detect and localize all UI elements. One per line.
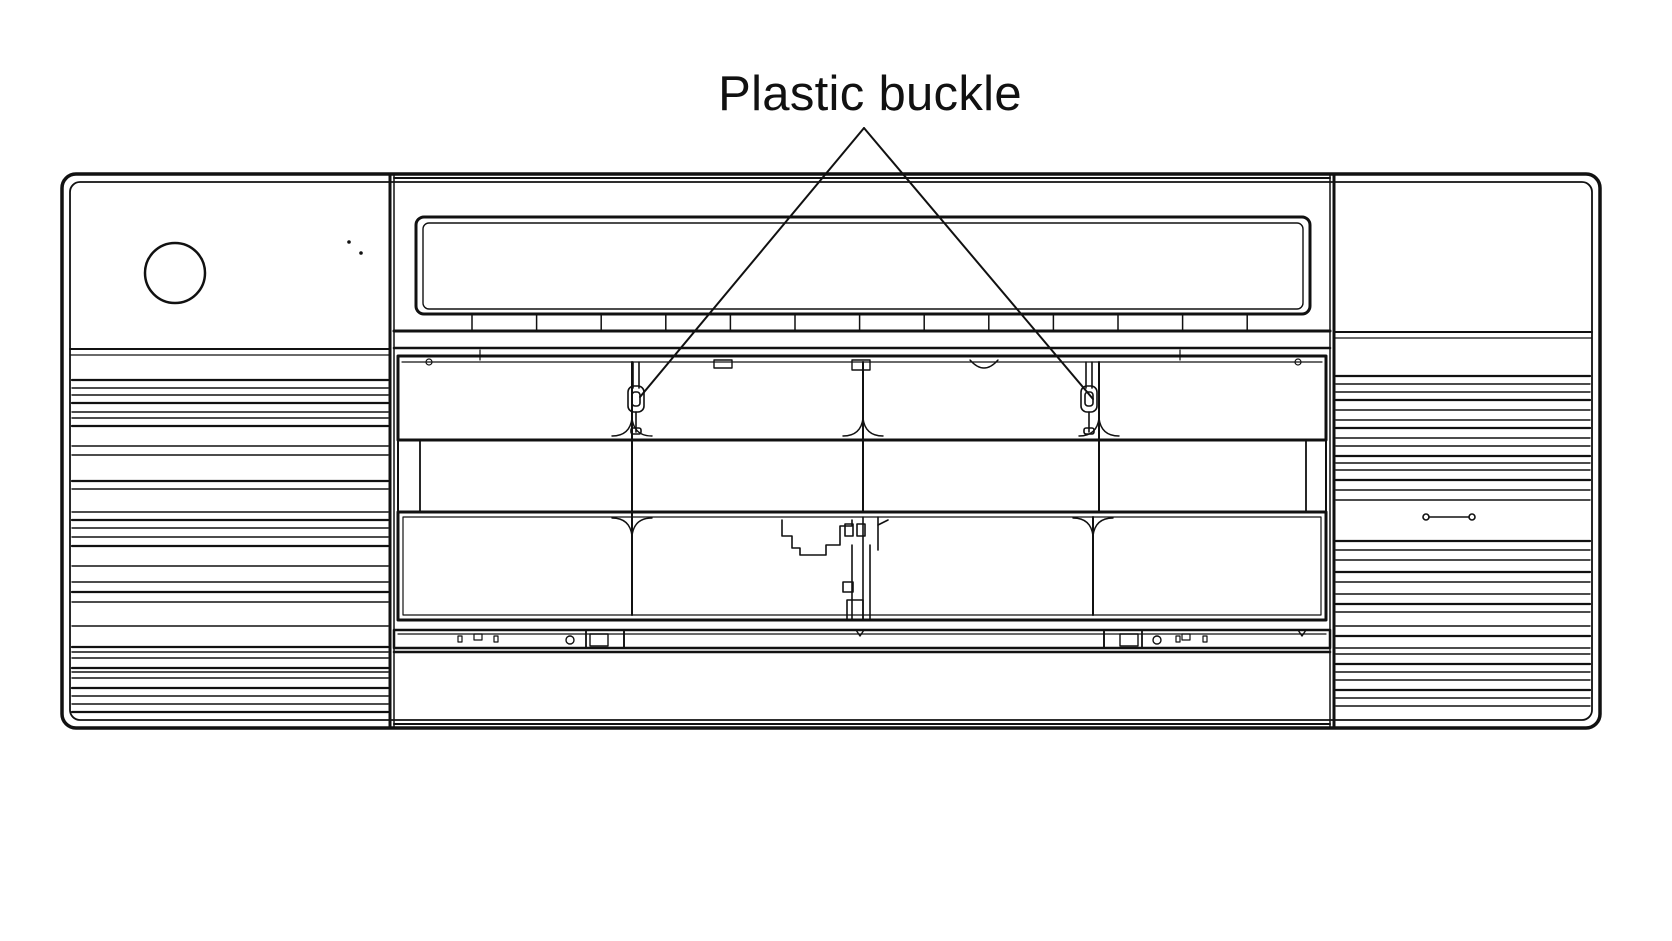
plastic-buckle-label: Plastic buckle (718, 67, 1022, 121)
lower-rail (392, 628, 1332, 654)
left-panel (69, 172, 395, 730)
filter-frame (392, 346, 1332, 622)
display-tick-row (471, 313, 1248, 332)
plastic-buckle-left (627, 361, 645, 435)
plastic-buckle-right (1080, 361, 1098, 435)
unit-outer-body (60, 172, 1602, 730)
leader-line-right (863, 127, 1094, 400)
central-bracket (781, 516, 889, 621)
right-latch-icon (1422, 513, 1476, 521)
right-louver-grille (1334, 374, 1592, 707)
sensor-dot-icon (347, 240, 351, 244)
left-louver-grille (70, 378, 390, 714)
indicator-circle-icon (143, 241, 207, 305)
top-display-window (392, 177, 1332, 333)
callout-leader-lines (639, 127, 1094, 400)
right-panel (1329, 172, 1593, 730)
